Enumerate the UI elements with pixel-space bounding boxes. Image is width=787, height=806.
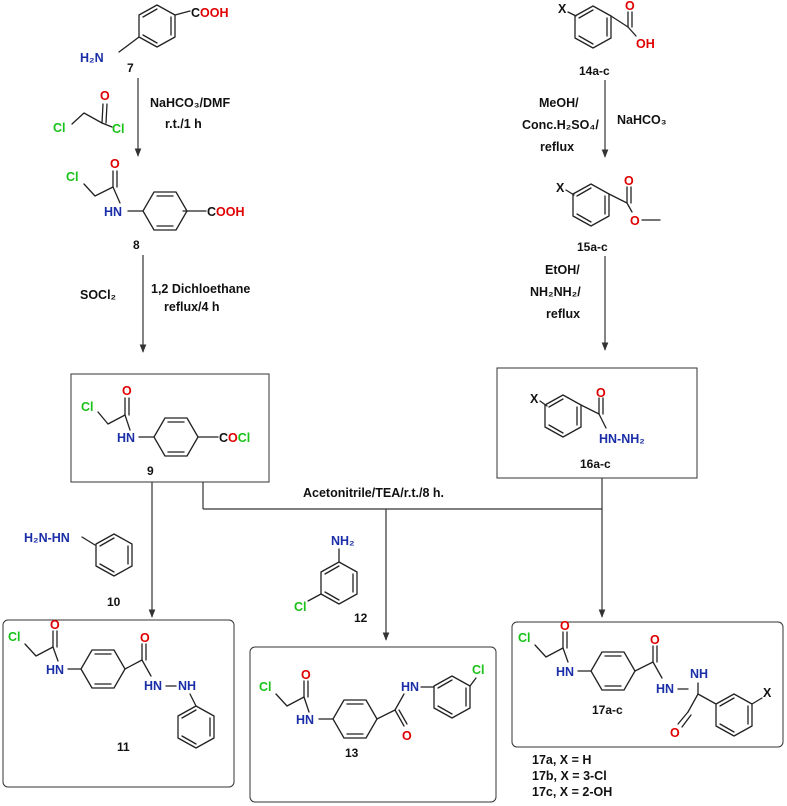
c14-o: O [625,0,635,13]
c14-oh: OH [636,37,655,51]
c9-cocl-c: C [219,431,228,445]
c17-label: 17a-c [592,703,623,717]
cond-step2-a: SOCl₂ [80,288,116,302]
compound-14: X O OH 14a-c [558,0,655,78]
c17-o3: O [670,726,680,740]
c13-label: 13 [345,746,359,760]
c17-o1: O [560,619,570,633]
chloroacetyl-chloride: Cl O Cl [53,89,125,136]
variant-17a: 17a, X = H [532,753,591,767]
c9-cocl-cl: Cl [238,431,251,445]
svg-text:COOH: COOH [191,6,229,20]
variant-17b: 17b, X = 3-Cl [532,769,607,783]
c17-nh2: NH [690,667,708,681]
c11-cl: Cl [8,630,21,644]
c15-o2: O [630,214,640,228]
compound-17: Cl O HN O HN NH O X 17a-c [518,619,772,740]
box-compound-16 [496,367,698,479]
c15-x: X [556,181,565,195]
c8-cl: Cl [66,170,79,184]
c16-hydrazide: HN-NH₂ [599,432,645,446]
c10-label: 10 [107,595,121,609]
compound-9: Cl O HN COCl 9 [81,384,250,478]
c7-label: 7 [127,61,134,75]
cond-step4-c: reflux [546,307,580,321]
c11-o2: O [140,631,150,645]
c8-nh: HN [104,205,122,219]
c11-label: 11 [117,740,130,754]
c13-cl1: Cl [259,680,272,694]
c11-nh: HN [46,663,64,677]
cond-step3-c: reflux [540,140,574,154]
cond-step4-a: EtOH/ [545,263,580,277]
c15-o1: O [624,174,634,188]
c11-o1: O [50,618,60,632]
c15-label: 15a-c [577,240,608,254]
c13-cl2: Cl [472,663,485,677]
c17-o2: O [650,633,660,647]
cond-coupling: Acetonitrile/TEA/r.t./8 h. [303,486,444,500]
cond-step4-b: NH₂NH₂/ [530,285,581,299]
compound-15: X O O 15a-c [556,174,661,254]
box-compound-9 [70,373,270,483]
c16-o: O [596,386,606,400]
c12-cl: Cl [294,600,307,614]
c8-cooh-rest: OOH [216,205,244,219]
coupling-connectors [148,478,606,641]
compound-13: Cl O HN O HN Cl 13 [259,663,485,760]
box-compound-11 [2,619,235,788]
c7-cooh-rest: OOH [200,6,228,20]
compound-10: H₂N-HN 10 [24,531,133,609]
c17-hn1: HN [656,682,674,696]
cond-step2-c: reflux/4 h [164,300,220,314]
compound-12: NH₂ Cl 12 [294,534,368,625]
c13-nh1: HN [296,713,314,727]
variant-17c: 17c, X = 2-OH [532,785,612,799]
c17-x: X [763,686,772,700]
svg-text:COCl: COCl [219,431,250,445]
c14-x: X [558,2,567,16]
compound-7: COOH H₂N 7 [80,4,229,75]
c11-hn1: HN [144,679,162,693]
c16-x: X [530,392,539,406]
c12-amine: NH₂ [331,534,355,548]
c7-amine: H₂N [80,51,104,65]
c17-nh: HN [556,665,574,679]
c13-o2: O [402,729,412,743]
c13-hn2: HN [401,680,419,694]
cond-step3-a: MeOH/ [539,96,579,110]
c7-cooh-c: C [191,6,200,20]
compound-16: X O HN-NH₂ 16a-c [530,386,645,471]
cond-step3-d: NaHCO₃ [617,113,667,127]
c9-label: 9 [147,464,154,478]
c14-label: 14a-c [579,64,610,78]
cac-cl1: Cl [53,121,66,135]
c9-o: O [122,384,132,398]
c12-label: 12 [354,611,368,625]
cond-step3-b: Conc.H₂SO₄/ [522,118,599,132]
cond-step1-b: r.t./1 h [165,117,202,131]
c9-cocl-o: O [228,431,238,445]
c10-hydrazine: H₂N-HN [24,531,70,545]
box-compound-13 [249,646,497,803]
c8-o: O [110,157,120,171]
variant-list: 17a, X = H 17b, X = 3-Cl 17c, X = 2-OH [532,753,612,799]
svg-text:COOH: COOH [207,205,245,219]
c9-cl: Cl [81,400,94,414]
c17-cl: Cl [518,631,531,645]
compound-11: Cl O HN O HN NH 11 [8,618,215,754]
box-compound-17 [511,621,784,748]
c11-nh2: NH [178,679,196,693]
cac-cl2: Cl [112,122,125,136]
c9-nh: HN [117,431,135,445]
c13-o1: O [301,668,311,682]
c8-cooh-c: C [207,205,216,219]
c8-label: 8 [133,238,140,252]
cac-o: O [100,89,110,103]
compound-8: Cl O HN COOH 8 [66,157,245,252]
cond-step2-b: 1,2 Dichloethane [151,282,250,296]
c16-label: 16a-c [580,457,611,471]
cond-step1-a: NaHCO₃/DMF [150,96,230,110]
